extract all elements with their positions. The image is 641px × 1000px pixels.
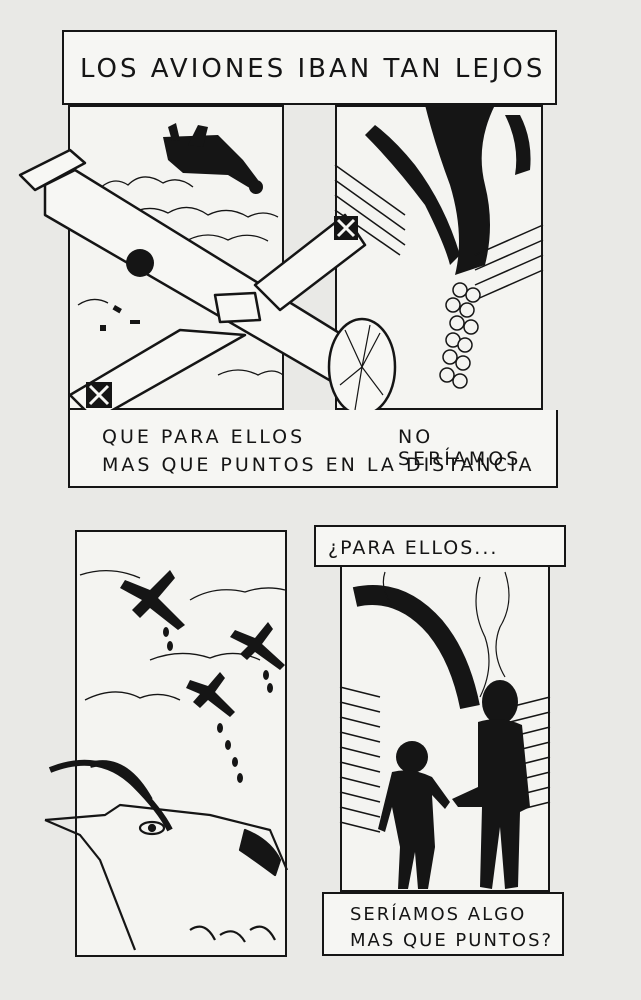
cross-insignia-icon [86, 216, 358, 408]
top-caption-line1a: QUE PARA ELLOS [102, 426, 306, 448]
goat-head-icon [44, 759, 289, 951]
bottom-caption-line2: MAS QUE PUNTOS? [350, 930, 554, 951]
top-banner: LOS AVIONES IBAN TAN LEJOS [62, 30, 557, 105]
top-left-panel-art [77, 123, 284, 376]
mid-banner: ¿PARA ELLOS... [314, 525, 566, 567]
clouds [77, 176, 284, 376]
top-banner-text: LOS AVIONES IBAN TAN LEJOS [80, 54, 546, 84]
people-silhouettes-icon [378, 680, 530, 889]
bottom-caption-line1: SERÍAMOS ALGO [350, 904, 527, 925]
top-right-panel-art [334, 105, 544, 389]
bottom-left-panel-art [44, 570, 289, 951]
hatched-terrain [334, 164, 544, 301]
hatched-smoke [339, 585, 551, 833]
debris [100, 305, 140, 331]
bottom-right-panel-art [339, 571, 551, 889]
smoke-column [365, 105, 531, 275]
roundel [126, 249, 154, 277]
mid-banner-text: ¿PARA ELLOS... [328, 537, 499, 559]
top-caption-line2: MAS QUE PUNTOS EN LA DISTANCIA [102, 454, 535, 476]
top-caption-line1b: NO SERÍAMOS [398, 426, 522, 470]
dark-plane-icon [163, 123, 263, 194]
explosion-bubbles [439, 282, 481, 389]
bomber-planes-icon [120, 570, 285, 717]
bottom-caption: SERÍAMOS ALGO MAS QUE PUNTOS? [322, 892, 564, 956]
white-plane-icon [18, 148, 397, 422]
top-caption: QUE PARA ELLOS NO SERÍAMOS MAS QUE PUNTO… [68, 410, 558, 488]
